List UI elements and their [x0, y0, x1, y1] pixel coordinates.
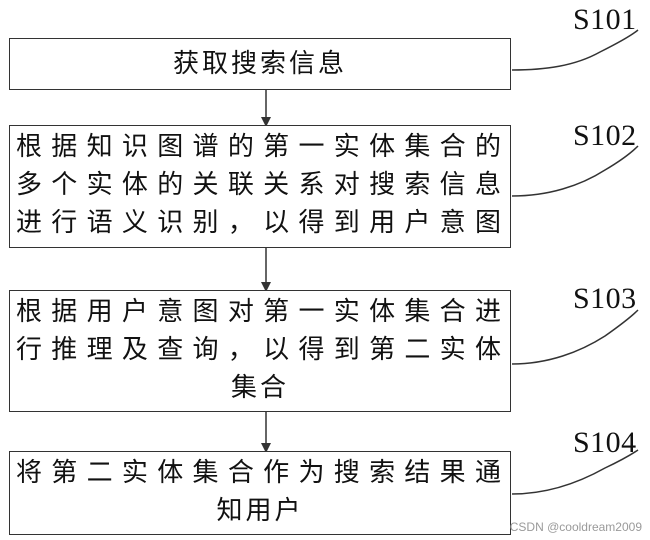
step-box-s103: 根据用户意图对第一实体集合进 行推理及查询，以得到第二实体 集合 [9, 290, 511, 412]
step-text-line: 获取搜索信息 [172, 49, 347, 79]
leader-s102 [511, 145, 639, 197]
step-text-line: 将第二实体集合作为搜索结果通 [16, 458, 504, 488]
watermark: CSDN @cooldream2009 [509, 520, 642, 534]
step-text-line: 集合 [230, 373, 289, 403]
leader-s101 [511, 29, 639, 71]
step-box-s104: 将第二实体集合作为搜索结果通 知用户 [9, 451, 511, 535]
step-label-s102: S102 [573, 119, 637, 152]
step-text-line: 多个实体的关联关系对搜索信息 [16, 170, 504, 200]
step-box-s102: 根据知识图谱的第一实体集合的 多个实体的关联关系对搜索信息 进行语义识别，以得到… [9, 125, 511, 248]
step-text-line: 行推理及查询，以得到第二实体 [16, 335, 504, 365]
step-text-line: 根据知识图谱的第一实体集合的 [16, 132, 504, 162]
step-text-line: 根据用户意图对第一实体集合进 [16, 297, 504, 327]
step-label-s101: S101 [573, 3, 637, 36]
leader-s103 [511, 309, 639, 365]
step-text-line: 知用户 [216, 496, 304, 526]
step-label-s104: S104 [573, 426, 637, 459]
leader-s104 [511, 449, 639, 495]
step-text-line: 进行语义识别，以得到用户意图 [16, 208, 504, 238]
step-label-s103: S103 [573, 282, 637, 315]
step-box-s101: 获取搜索信息 [9, 38, 511, 90]
